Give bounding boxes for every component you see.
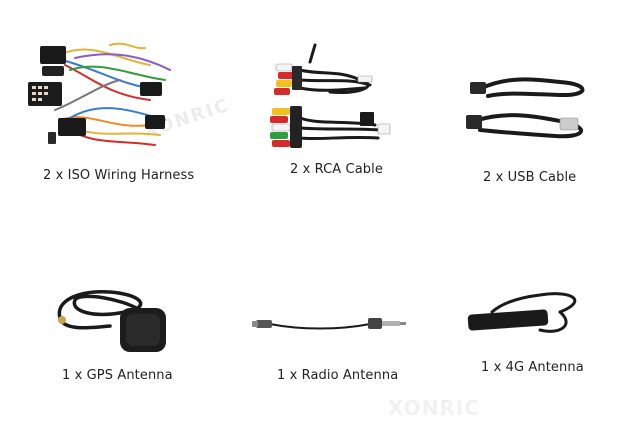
watermark-bottom: XONRIC: [388, 396, 480, 420]
watermark-bottom-text: XONRIC: [388, 396, 480, 420]
4g-antenna-caption: 1 x 4G Antenna: [481, 360, 584, 375]
usb-cable-caption: 2 x USB Cable: [483, 170, 577, 185]
rca-cable-caption: 2 x RCA Cable: [290, 162, 383, 177]
iso-wiring-harness-caption: 2 x ISO Wiring Harness: [43, 168, 195, 183]
radio-antenna-caption: 1 x Radio Antenna: [277, 368, 399, 383]
gps-antenna-caption: 1 x GPS Antenna: [62, 368, 173, 383]
